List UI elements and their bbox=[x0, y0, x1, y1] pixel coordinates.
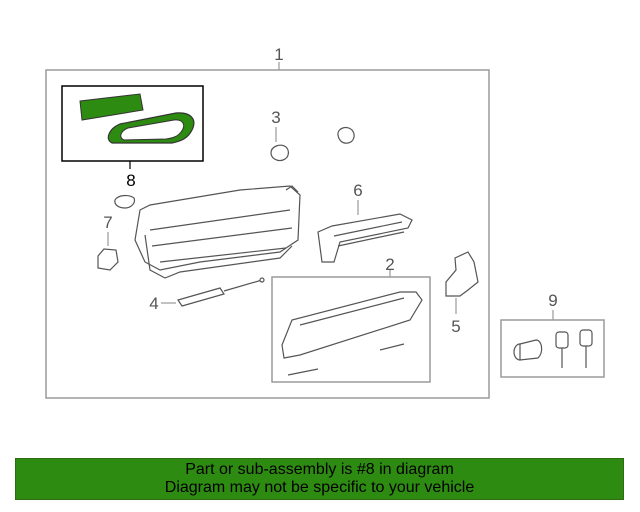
part-9-lock-cylinder[interactable] bbox=[513, 339, 543, 361]
part-8-bezel-opening bbox=[120, 119, 185, 141]
part-3-clip[interactable] bbox=[270, 144, 289, 162]
callout-8: 8 bbox=[126, 171, 135, 190]
part-3-clip-alt[interactable] bbox=[337, 126, 355, 144]
banner-line-1: Part or sub-assembly is #8 in diagram bbox=[185, 461, 454, 478]
callout-6: 6 bbox=[353, 181, 362, 200]
info-banner: Part or sub-assembly is #8 in diagram Di… bbox=[15, 458, 624, 500]
callout-2: 2 bbox=[385, 255, 394, 274]
callout-4: 4 bbox=[149, 294, 158, 313]
part-7-cap[interactable] bbox=[114, 194, 136, 209]
callout-7: 7 bbox=[103, 213, 112, 232]
sub-frame-2 bbox=[271, 276, 431, 383]
part-9-key-2[interactable] bbox=[579, 329, 593, 368]
callout-1: 1 bbox=[274, 45, 283, 64]
part-9-key-1[interactable] bbox=[555, 331, 569, 368]
callout-9: 9 bbox=[548, 291, 557, 310]
banner-background bbox=[15, 458, 624, 500]
assembly-frame bbox=[45, 69, 490, 399]
part-2-door[interactable] bbox=[281, 291, 423, 376]
callout-3: 3 bbox=[271, 108, 280, 127]
part-6-bracket[interactable] bbox=[317, 213, 413, 263]
glovebox-housing[interactable] bbox=[134, 185, 301, 279]
part-4-damper[interactable] bbox=[177, 277, 265, 307]
part-5-side-panel[interactable] bbox=[445, 251, 479, 297]
callout-5: 5 bbox=[451, 317, 460, 336]
part-8-strip[interactable] bbox=[79, 93, 144, 121]
part-7-retainer[interactable] bbox=[97, 248, 119, 271]
banner-line-2: Diagram may not be specific to your vehi… bbox=[164, 479, 475, 496]
